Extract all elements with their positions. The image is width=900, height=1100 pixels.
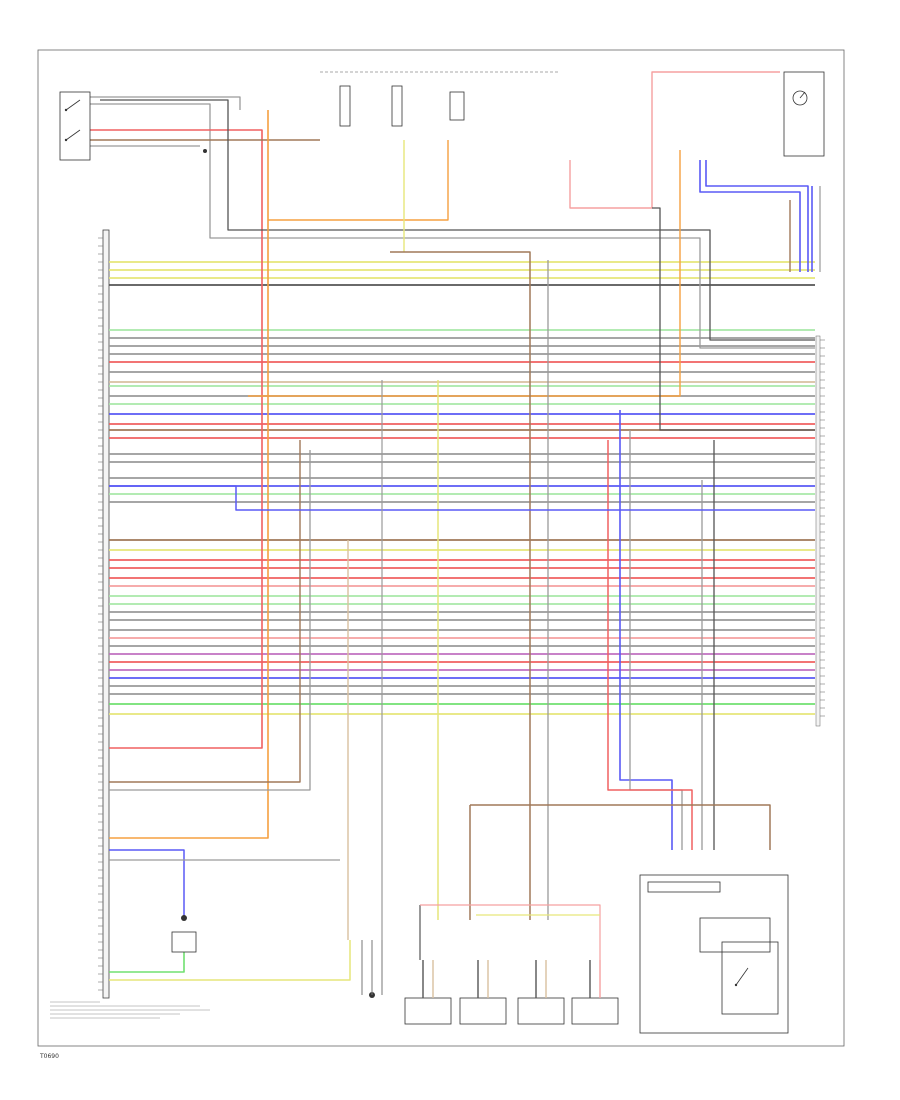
sensor-small [171, 915, 197, 953]
brown-wire-lower [109, 440, 301, 783]
brown-wire-dist [470, 804, 771, 850]
green-wire-sensor [109, 952, 185, 973]
ecu-connector-strip [102, 229, 110, 999]
orange-wire-3 [248, 150, 681, 397]
brown-wire-inj [390, 251, 531, 920]
injector-group [404, 904, 619, 1025]
injector-bus-2 [420, 904, 601, 960]
switch-wire-red [90, 129, 263, 749]
pink-wire-top [569, 71, 780, 209]
grey-wire-lower [109, 450, 311, 791]
footer-code: T0690 [39, 1053, 59, 1060]
injector-1 [404, 997, 452, 1025]
grey-wire-right [652, 207, 815, 431]
switch-wire-2 [90, 103, 815, 349]
injector-4 [571, 997, 619, 1025]
pin-label-group [98, 237, 825, 991]
orange-wire-1 [109, 110, 269, 839]
distributor-block [639, 874, 789, 1034]
red-wire-dist [607, 440, 693, 850]
blue-wire-1 [699, 160, 801, 272]
blue-wire-mid [109, 485, 815, 511]
switch-wire-1 [90, 96, 241, 110]
switch-wire-4 [100, 99, 815, 341]
injector-2 [459, 997, 507, 1025]
top-left-switch [59, 91, 91, 161]
diagram-frame [37, 49, 845, 1047]
bottom-left-notes [50, 1001, 210, 1019]
right-connector-strip [815, 335, 821, 727]
blue-wire-dist [619, 410, 673, 850]
blue-wire-2 [705, 160, 809, 272]
blue-wire-sensor [109, 849, 185, 918]
yellow-wire-sensor [109, 940, 351, 981]
bottom-center-sensor [361, 940, 383, 998]
instrument-gauge [783, 71, 825, 157]
top-connectors [203, 71, 560, 153]
wire-group [90, 71, 821, 981]
injector-3 [517, 997, 565, 1025]
grey-wire-dist [629, 430, 683, 850]
orange-wire-2 [268, 140, 449, 221]
